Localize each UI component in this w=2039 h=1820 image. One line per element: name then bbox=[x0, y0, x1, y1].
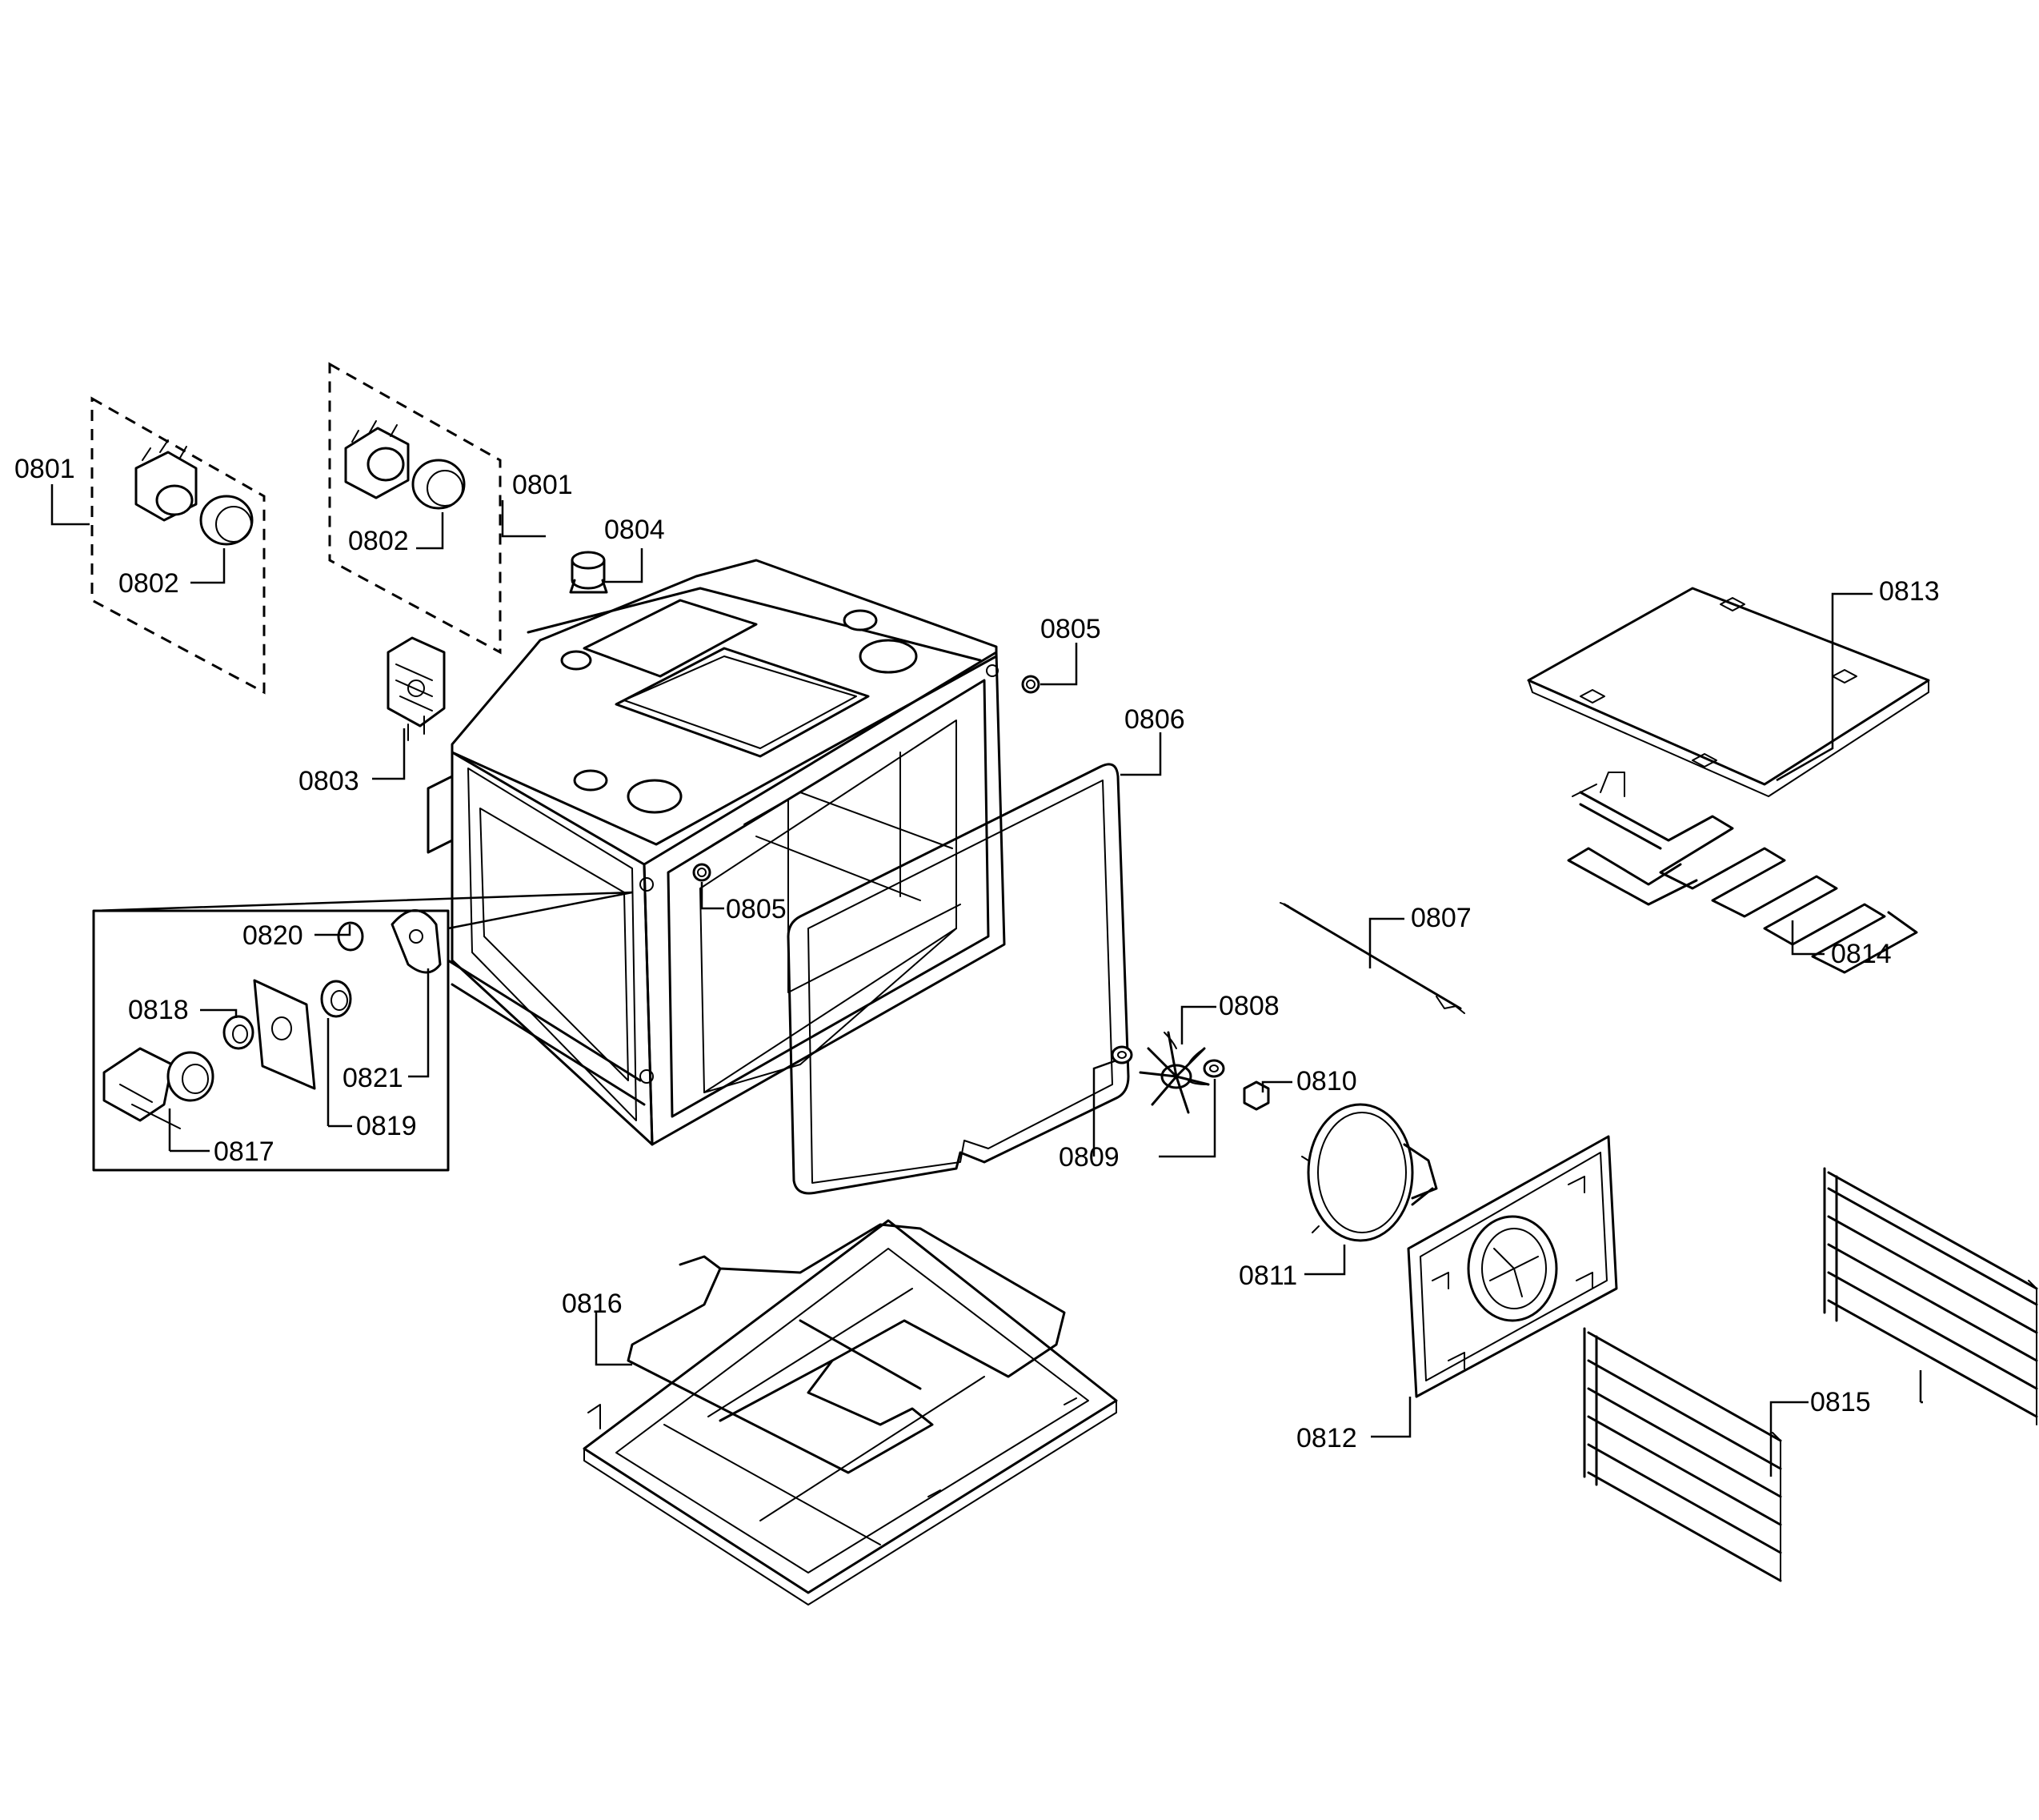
temperature-sensor bbox=[1280, 902, 1465, 1014]
label-0805-top: 0805 bbox=[1040, 614, 1101, 644]
fan-washer bbox=[1111, 1045, 1133, 1064]
broil-heating-element bbox=[1567, 772, 1918, 974]
bake-element-and-floor bbox=[583, 1219, 1118, 1606]
rack-support-left bbox=[1583, 1327, 1782, 1582]
label-0819: 0819 bbox=[356, 1111, 417, 1141]
label-0810: 0810 bbox=[1296, 1066, 1357, 1096]
label-0804: 0804 bbox=[604, 515, 665, 545]
label-0811: 0811 bbox=[1239, 1261, 1297, 1291]
label-0809: 0809 bbox=[1059, 1142, 1120, 1173]
door-gasket bbox=[787, 763, 1130, 1195]
label-0815: 0815 bbox=[1810, 1387, 1871, 1417]
label-0814: 0814 bbox=[1831, 939, 1892, 969]
fan-cap-nut bbox=[1243, 1080, 1270, 1111]
oven-lamp-assembly-right bbox=[328, 362, 502, 655]
label-0817: 0817 bbox=[214, 1136, 274, 1167]
label-0820: 0820 bbox=[242, 920, 303, 951]
label-0812: 0812 bbox=[1296, 1423, 1357, 1453]
vent-fitting bbox=[569, 551, 608, 594]
door-bumper-side bbox=[692, 863, 711, 882]
door-lock-motor bbox=[387, 636, 446, 741]
convection-fan-cover bbox=[1407, 1135, 1618, 1398]
fan-nut bbox=[1203, 1059, 1225, 1078]
label-0803: 0803 bbox=[298, 766, 359, 796]
label-0807: 0807 bbox=[1411, 903, 1472, 933]
label-0806: 0806 bbox=[1124, 704, 1185, 735]
callouts: 0801 0802 0801 0802 0804 0803 0805 0805 … bbox=[14, 454, 1940, 1477]
label-0813: 0813 bbox=[1879, 576, 1940, 607]
oven-cavity bbox=[427, 559, 1006, 1146]
label-0816: 0816 bbox=[562, 1289, 623, 1319]
label-0805-side: 0805 bbox=[726, 894, 787, 924]
label-0802-right: 0802 bbox=[348, 526, 409, 556]
label-0802-left: 0802 bbox=[118, 568, 179, 599]
door-bumper-top bbox=[1021, 675, 1040, 694]
label-0801-left: 0801 bbox=[14, 454, 75, 484]
label-0821: 0821 bbox=[343, 1063, 403, 1093]
inset-detail bbox=[92, 891, 633, 1172]
rack-support-right bbox=[1823, 1167, 2038, 1425]
convection-heating-element bbox=[1301, 1103, 1438, 1242]
label-0818: 0818 bbox=[128, 995, 189, 1025]
oven-lamp-assembly-left bbox=[90, 396, 266, 695]
label-0801-right: 0801 bbox=[512, 470, 573, 500]
label-0808: 0808 bbox=[1219, 991, 1280, 1021]
convection-fan-blade bbox=[1139, 1031, 1210, 1114]
top-heater-cover bbox=[1527, 587, 1930, 797]
